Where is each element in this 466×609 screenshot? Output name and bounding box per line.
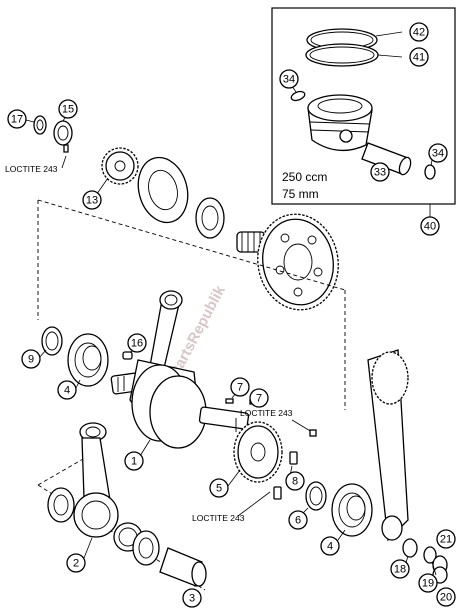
callout-3[interactable]: 3 xyxy=(182,588,202,608)
callout-number: 3 xyxy=(189,593,195,605)
callout-number: 6 xyxy=(295,515,301,527)
shaft-seal-ring xyxy=(33,115,47,135)
callout-number: 16 xyxy=(131,338,143,350)
starter-gear xyxy=(257,213,339,311)
washer-18 xyxy=(402,538,418,558)
callout-7b[interactable]: 7 xyxy=(249,388,269,408)
thrust-washer-left xyxy=(47,487,75,523)
callout-number: 13 xyxy=(86,195,98,207)
callout-17[interactable]: 17 xyxy=(7,109,27,129)
callout-number: 15 xyxy=(62,104,74,116)
callout-41[interactable]: 41 xyxy=(409,47,429,67)
freewheel-bearing xyxy=(195,197,225,239)
small-screw xyxy=(309,429,317,437)
callout-4a[interactable]: 4 xyxy=(57,380,77,400)
callout-number: 8 xyxy=(292,476,298,488)
callout-number: 34 xyxy=(432,148,444,160)
main-seal-right xyxy=(305,481,327,511)
callout-16[interactable]: 16 xyxy=(127,333,147,353)
callout-number: 20 xyxy=(440,592,452,604)
callout-number: 21 xyxy=(440,534,452,546)
bearing-bushing xyxy=(53,120,73,153)
callout-1[interactable]: 1 xyxy=(124,451,144,471)
callout-6[interactable]: 6 xyxy=(288,510,308,530)
timing-gear xyxy=(101,147,139,185)
crank-pin xyxy=(159,547,207,587)
callout-9[interactable]: 9 xyxy=(21,349,41,369)
piston-pin-circlip xyxy=(290,85,436,180)
connecting-rod-upper xyxy=(149,290,183,369)
callout-33[interactable]: 33 xyxy=(370,162,390,182)
crankshaft-gear xyxy=(233,421,283,483)
piston-pin xyxy=(361,142,412,176)
callout-number: 4 xyxy=(64,385,70,397)
callout-number: 41 xyxy=(413,52,425,64)
woodruff-key xyxy=(122,351,133,360)
loctite-note-bottom: LOCTITE 243 xyxy=(192,513,245,523)
callout-5[interactable]: 5 xyxy=(209,478,229,498)
callout-42[interactable]: 42 xyxy=(409,22,429,42)
callout-number: 2 xyxy=(73,558,79,570)
callout-number: 18 xyxy=(394,564,406,576)
callout-34a[interactable]: 34 xyxy=(279,69,299,89)
washer-19 xyxy=(423,546,437,564)
callout-7a[interactable]: 7 xyxy=(230,377,250,397)
callout-8[interactable]: 8 xyxy=(285,471,305,491)
callout-number: 5 xyxy=(216,483,222,495)
piston-ring-set xyxy=(305,28,403,67)
main-seal-left xyxy=(41,326,63,356)
callout-34b[interactable]: 34 xyxy=(428,143,448,163)
callout-number: 1 xyxy=(131,456,137,468)
callout-number: 34 xyxy=(283,74,295,86)
callout-2[interactable]: 2 xyxy=(66,553,86,573)
callout-number: 7 xyxy=(237,382,243,394)
callout-15[interactable]: 15 xyxy=(58,99,78,119)
piston-displacement: 250 ccm xyxy=(282,170,327,184)
callout-number: 7 xyxy=(256,393,262,405)
callout-number: 40 xyxy=(424,221,436,233)
loctite-note-top: LOCTITE 243 xyxy=(5,164,58,174)
callout-40[interactable]: 40 xyxy=(420,216,440,236)
callout-4b[interactable]: 4 xyxy=(320,536,340,556)
loctite-note-mid: LOCTITE 243 xyxy=(240,408,293,418)
piston-bore: 75 mm xyxy=(282,187,319,201)
callout-20[interactable]: 20 xyxy=(436,587,456,607)
connecting-rod-lower xyxy=(73,422,119,538)
callout-18[interactable]: 18 xyxy=(390,559,410,579)
callout-number: 4 xyxy=(327,541,333,553)
callout-13[interactable]: 13 xyxy=(82,190,102,210)
main-bearing-left xyxy=(67,333,109,387)
callout-number: 33 xyxy=(374,167,386,179)
callout-number: 9 xyxy=(28,354,34,366)
callout-number: 42 xyxy=(413,27,425,39)
callout-number: 19 xyxy=(422,578,434,590)
primary-drive-hub xyxy=(137,156,189,224)
thrust-washer-right xyxy=(132,530,160,566)
callout-19[interactable]: 19 xyxy=(418,573,438,593)
callout-21[interactable]: 21 xyxy=(436,529,456,549)
piston xyxy=(307,94,373,152)
gear-screws xyxy=(273,451,298,500)
main-bearing-right xyxy=(331,483,373,537)
timing-chain xyxy=(367,349,409,542)
callout-number: 17 xyxy=(11,114,23,126)
crankshaft xyxy=(110,359,250,449)
